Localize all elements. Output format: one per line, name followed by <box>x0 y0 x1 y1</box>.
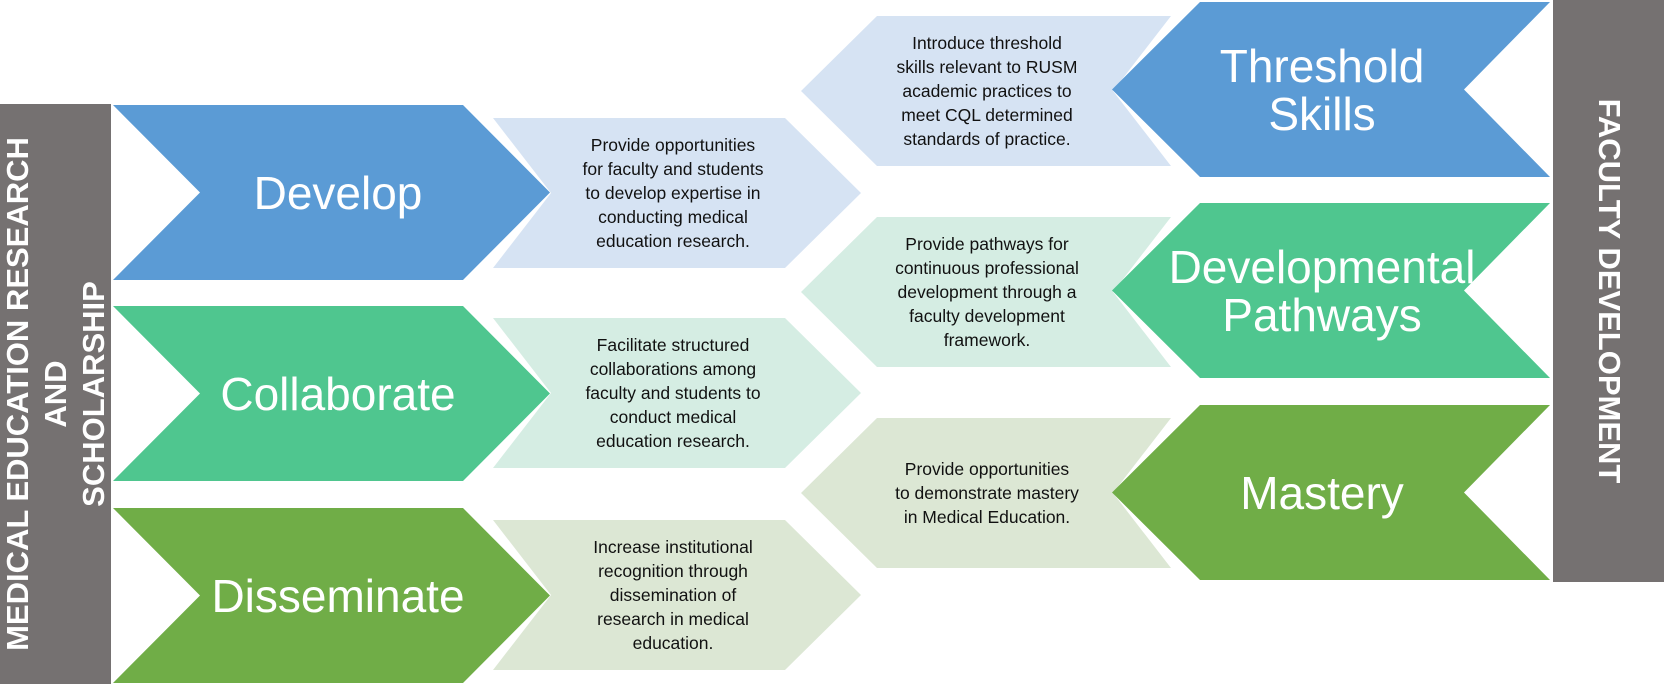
right-sidebar: FACULTY DEVELOPMENT <box>1553 0 1664 582</box>
disseminate-description-shape <box>493 520 861 670</box>
mastery-chevron-shape <box>1112 405 1550 580</box>
disseminate-chevron: Disseminate <box>113 508 550 683</box>
right-sidebar-title: FACULTY DEVELOPMENT <box>1591 98 1627 484</box>
threshold-skills-description-shape <box>801 16 1171 166</box>
threshold-skills-label: Threshold Skills <box>1219 39 1425 140</box>
develop-description-box: Provide opportunities for faculty and st… <box>493 118 861 268</box>
develop-chevron: Develop <box>113 105 550 280</box>
developmental-pathways-description-box: Provide pathways for continuous professi… <box>801 217 1171 367</box>
mastery-description-box: Provide opportunities to demonstrate mas… <box>801 418 1171 568</box>
developmental-pathways-label: Developmental Pathways <box>1168 240 1476 341</box>
develop-label: Develop <box>253 166 423 219</box>
develop-description: Provide opportunities for faculty and st… <box>582 135 764 251</box>
collaborate-chevron: Collaborate <box>113 306 550 481</box>
disseminate-chevron-shape <box>113 508 550 683</box>
left-sidebar: MEDICAL EDUCATION RESEARCH AND SCHOLARSH… <box>0 104 111 684</box>
mastery-label: Mastery <box>1240 466 1404 519</box>
developmental-pathways-description-shape <box>801 217 1171 367</box>
collaborate-description-box: Facilitate structured collaborations amo… <box>493 318 861 468</box>
collaborate-description: Facilitate structured collaborations amo… <box>585 335 761 451</box>
develop-chevron-shape <box>113 105 550 280</box>
collaborate-description-shape <box>493 318 861 468</box>
developmental-pathways-description: Provide pathways for continuous professi… <box>895 234 1079 350</box>
collaborate-chevron-shape <box>113 306 550 481</box>
develop-description-shape <box>493 118 861 268</box>
threshold-skills-chevron-shape <box>1112 2 1550 177</box>
disseminate-label: Disseminate <box>211 569 465 622</box>
developmental-pathways-chevron-shape <box>1112 203 1550 378</box>
threshold-skills-description-box: Introduce threshold skills relevant to R… <box>801 16 1171 166</box>
mastery-description-shape <box>801 418 1171 568</box>
threshold-skills-chevron: Threshold Skills <box>1112 2 1550 177</box>
threshold-skills-description: Introduce threshold skills relevant to R… <box>896 33 1078 149</box>
disseminate-description: Increase institutional recognition throu… <box>593 537 753 653</box>
left-sidebar-title: MEDICAL EDUCATION RESEARCH AND SCHOLARSH… <box>0 137 111 651</box>
mastery-description: Provide opportunities to demonstrate mas… <box>895 459 1079 527</box>
collaborate-label: Collaborate <box>220 367 456 420</box>
developmental-pathways-chevron: Developmental Pathways <box>1112 203 1550 378</box>
mastery-chevron: Mastery <box>1112 405 1550 580</box>
disseminate-description-box: Increase institutional recognition throu… <box>493 520 861 670</box>
